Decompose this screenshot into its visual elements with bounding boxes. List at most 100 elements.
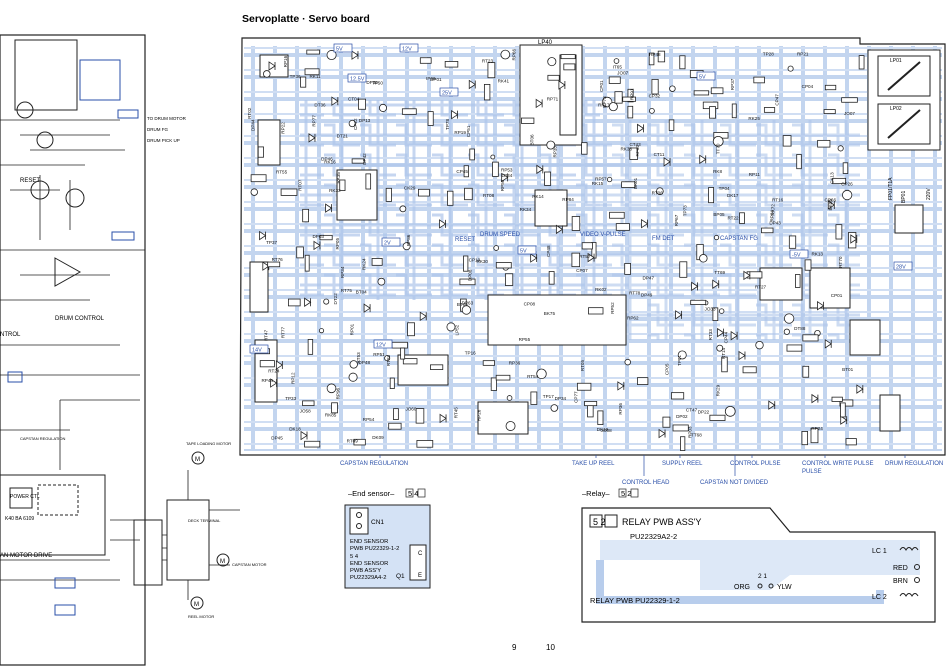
- tape-loading-motor-label: TAPE LOADING MOTOR: [186, 441, 231, 446]
- part-label: CP66: [825, 197, 837, 202]
- component-glyph: [326, 50, 337, 61]
- end-sensor-title: –End sensor–: [348, 489, 395, 498]
- component-glyph: [363, 303, 371, 313]
- part-label: RK25: [748, 116, 760, 121]
- component-glyph: [468, 79, 476, 90]
- component-glyph: [377, 277, 386, 286]
- part-label: RP22: [280, 122, 285, 134]
- part-label: DP08: [468, 269, 473, 281]
- component-glyph: [801, 431, 809, 446]
- part-label: TP50: [372, 80, 383, 85]
- part-label: LP34: [502, 173, 513, 178]
- deck-terminal-label: DECK TERMINAL: [188, 518, 221, 523]
- part-label: CP77: [573, 391, 578, 403]
- part-label: TP17: [543, 394, 554, 399]
- part-label: CT11: [654, 152, 665, 157]
- component-glyph: [840, 402, 846, 418]
- component-glyph: [709, 106, 716, 119]
- component-glyph: [263, 70, 271, 78]
- part-label: DP48: [359, 360, 371, 365]
- component-glyph: [402, 242, 411, 251]
- relay-lc1: LC 1: [872, 548, 887, 555]
- part-label: DP44: [250, 119, 255, 131]
- component-glyph: [761, 227, 774, 234]
- part-label: RT22: [727, 216, 739, 221]
- component-glyph: [300, 76, 307, 88]
- part-label: RP26: [476, 409, 481, 421]
- conn-lp40: LP40: [538, 40, 553, 46]
- part-label: JO08: [601, 428, 612, 433]
- part-label: RP44: [261, 378, 273, 383]
- component-glyph: [558, 80, 566, 90]
- component-glyph: [753, 76, 765, 84]
- relay-board-name: RELAY PWB ASS'Y: [622, 517, 701, 527]
- svg-text:TAKE UP REEL: TAKE UP REEL: [572, 461, 615, 467]
- voltage-label: 25V: [442, 91, 452, 97]
- part-label: RT33: [708, 329, 713, 341]
- part-label: RT45: [454, 407, 459, 419]
- component-glyph: [280, 188, 298, 196]
- part-label: CT43: [629, 142, 641, 147]
- part-label: CP01: [599, 80, 604, 92]
- component-glyph: [546, 140, 556, 150]
- component-glyph: [530, 253, 538, 263]
- component-glyph: [555, 224, 564, 235]
- component-glyph: [835, 224, 843, 240]
- part-label: CP51: [466, 125, 471, 137]
- part-label: CP45: [456, 169, 468, 174]
- part-label: DP43: [769, 221, 781, 226]
- component-glyph: [837, 145, 844, 152]
- part-label: JO07: [844, 111, 855, 116]
- component-glyph: [444, 61, 459, 68]
- component-glyph: [581, 242, 593, 250]
- component-glyph: [811, 393, 819, 404]
- component-glyph: [680, 436, 686, 451]
- part-label: DP22: [698, 410, 710, 415]
- part-label: BK01: [633, 177, 638, 189]
- component-glyph: [461, 305, 472, 315]
- component-glyph: [627, 88, 634, 103]
- component-glyph: [699, 154, 707, 165]
- part-label: CP07: [576, 268, 588, 273]
- part-label: RT75: [341, 288, 353, 293]
- component-glyph: [415, 408, 425, 424]
- part-label: RT16: [772, 197, 784, 202]
- part-label: RP36: [509, 360, 521, 365]
- conn-lp02: LP02: [890, 106, 902, 112]
- component-glyph: [856, 384, 864, 394]
- component-glyph: [348, 372, 358, 382]
- part-label: RT70: [838, 256, 843, 268]
- part-label: RT57: [579, 254, 591, 259]
- component-glyph: [493, 245, 500, 251]
- component-glyph: [755, 340, 764, 350]
- component-glyph: [469, 148, 475, 161]
- voltage-box: [399, 43, 419, 53]
- component-glyph: [668, 119, 675, 131]
- voltage-box: [696, 71, 716, 81]
- component-glyph: [388, 422, 402, 430]
- component-glyph: [304, 440, 321, 448]
- component-glyph: [487, 62, 496, 79]
- part-label: CP32: [649, 94, 661, 99]
- page-number-left: 9: [512, 643, 517, 652]
- component-glyph: [608, 102, 618, 112]
- board-bottom-labels: CAPSTAN REGULATION TAKE UP REEL SUPPLY R…: [340, 455, 943, 486]
- component-glyph: [786, 344, 803, 352]
- component-glyph: [637, 377, 649, 385]
- page-title: Servoplatte · Servo board: [242, 13, 370, 25]
- component-glyph: [304, 68, 320, 76]
- part-label: RP19: [454, 130, 466, 135]
- component-glyph: [490, 154, 496, 160]
- component-glyph: [824, 84, 837, 91]
- part-label: RK02: [595, 287, 607, 292]
- part-label: CT04: [348, 97, 360, 102]
- part-label: TP16: [465, 350, 476, 355]
- component-glyph: [358, 98, 366, 110]
- part-label: DP49: [641, 293, 653, 298]
- component-glyph: [505, 421, 516, 431]
- left-label-drum-control: DRUM CONTROL: [55, 316, 105, 322]
- relay-title: –Relay–: [582, 489, 610, 498]
- conn-fp01: FP01/T1A: [888, 177, 894, 200]
- component-glyph: [617, 381, 625, 391]
- svg-text:CAPSTAN REGULATION: CAPSTAN REGULATION: [340, 461, 408, 467]
